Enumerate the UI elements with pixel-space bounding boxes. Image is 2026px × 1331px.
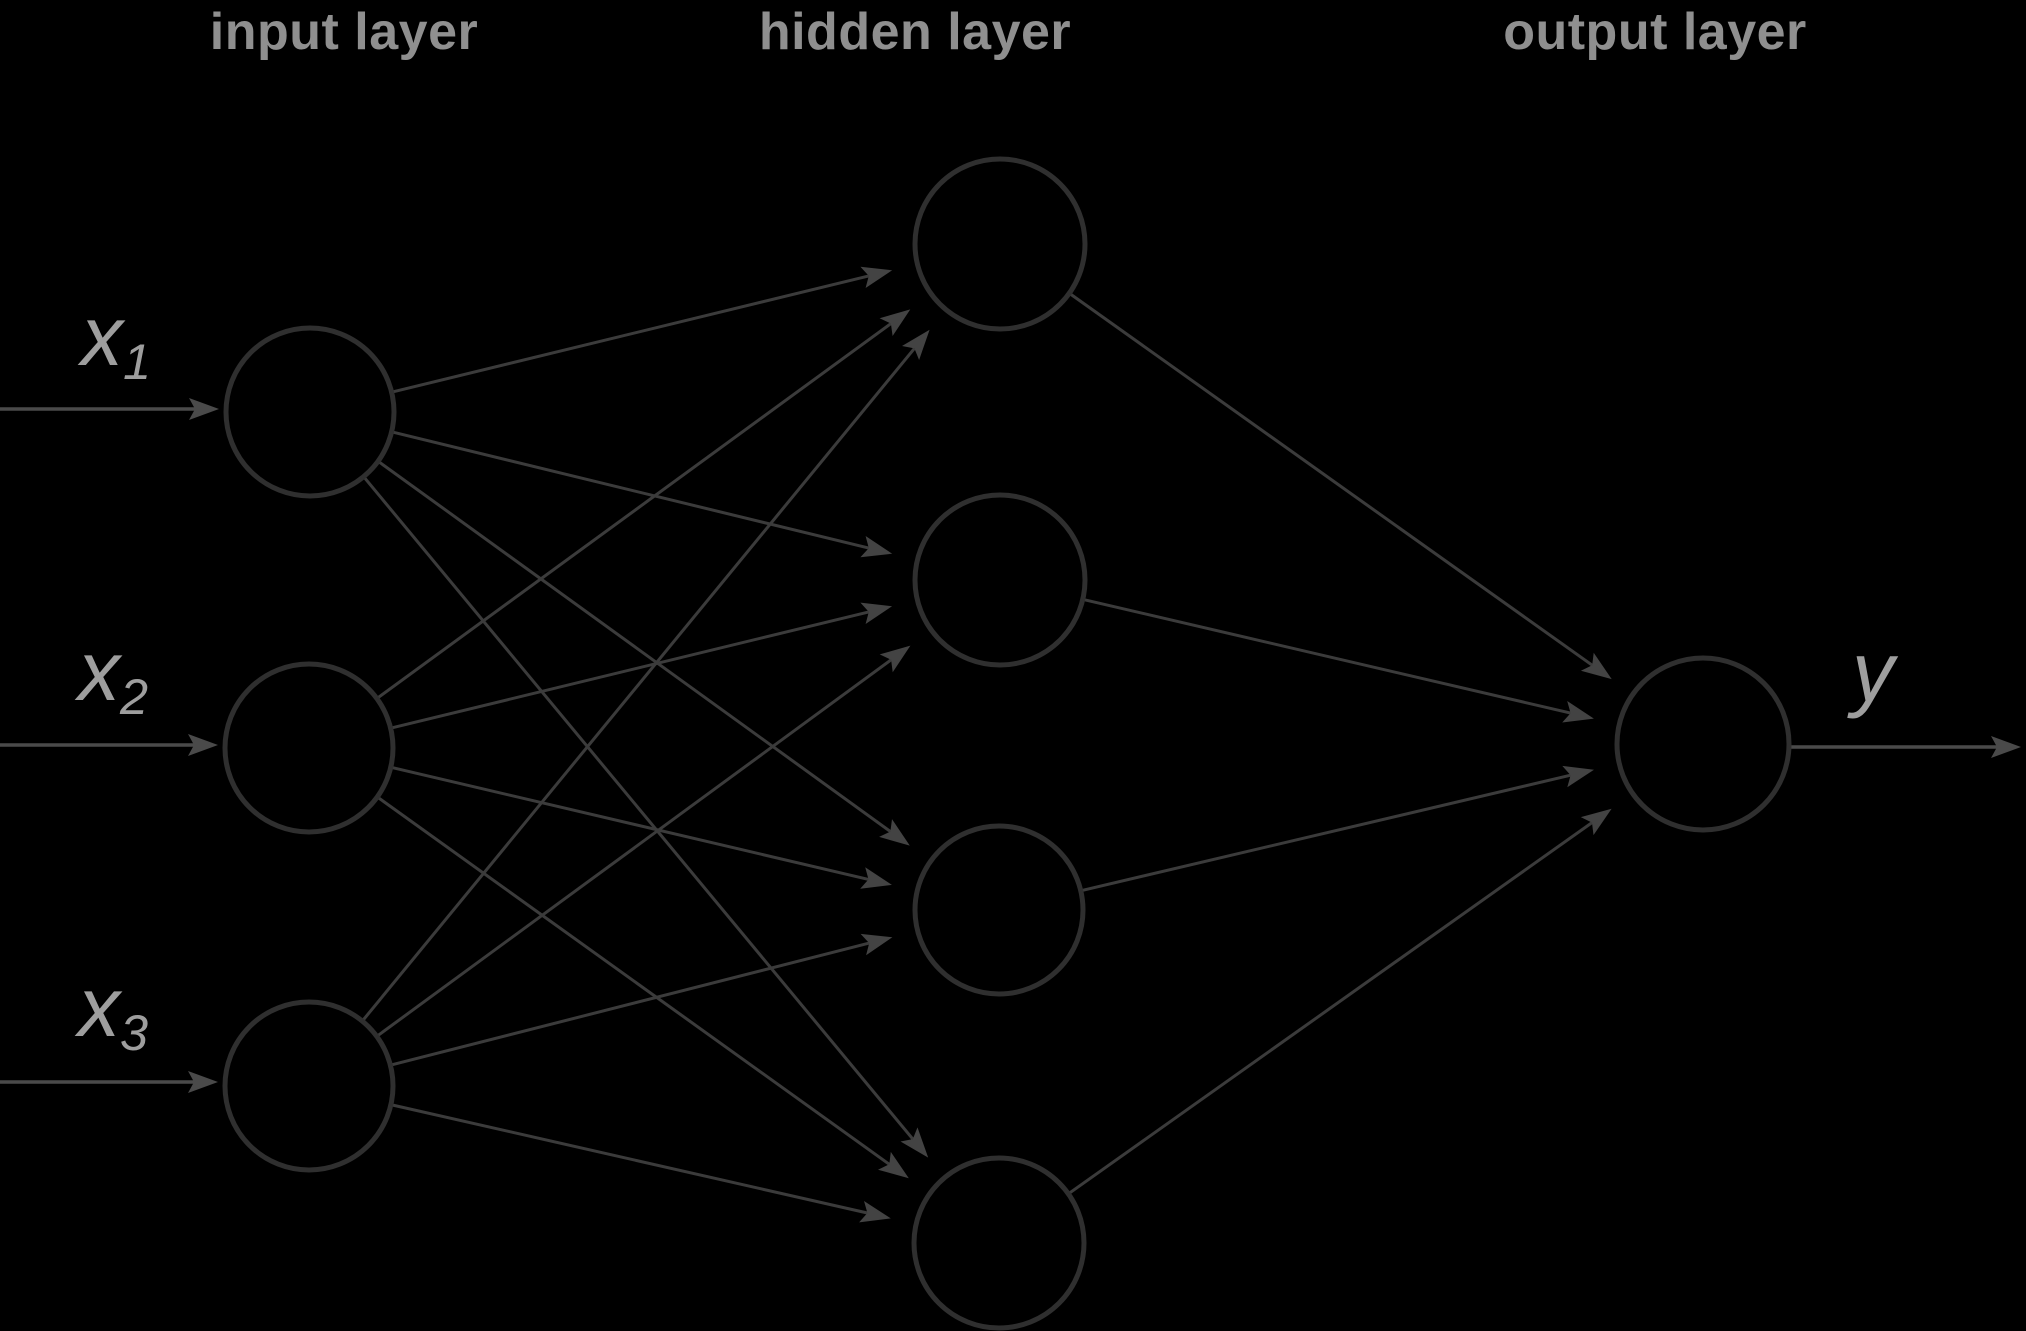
layer-title-output: output layer <box>1503 3 1807 61</box>
edge-input-2-to-hidden-4 <box>378 796 891 1166</box>
arrowhead-input-3-to-hidden-4 <box>859 1201 891 1223</box>
edge-input-1-to-hidden-1 <box>393 274 870 394</box>
node-hidden-2 <box>912 492 1088 668</box>
output-label-y: y <box>1852 630 1894 714</box>
arrow-out-y-head <box>1991 736 2021 758</box>
layer-title-input: input layer <box>209 3 479 61</box>
arrowhead-input-2-to-hidden-1 <box>879 309 911 336</box>
arrow-in-x3-head <box>188 1071 218 1093</box>
arrow-in-x2-head <box>188 734 218 756</box>
edge-input-3-to-hidden-1 <box>362 347 916 1021</box>
arrowhead-input-2-to-hidden-3 <box>860 867 892 889</box>
arrowhead-input-1-to-hidden-3 <box>879 819 910 846</box>
input-label-x1: x1 <box>81 294 151 387</box>
edge-input-2-to-hidden-2 <box>392 610 870 730</box>
label-base: x <box>77 624 120 718</box>
arrowhead-hidden-4-to-output-1 <box>1580 808 1612 836</box>
label-base: y <box>1852 625 1894 719</box>
node-output-1 <box>1614 655 1792 833</box>
edge-hidden-4-to-output-1 <box>1069 821 1593 1194</box>
arrowhead-hidden-3-to-output-1 <box>1562 765 1594 788</box>
node-hidden-1 <box>912 156 1088 332</box>
edge-input-3-to-hidden-4 <box>392 1103 868 1215</box>
node-hidden-4 <box>911 1155 1087 1331</box>
arrowhead-hidden-1-to-output-1 <box>1580 652 1612 680</box>
node-hidden-3 <box>912 823 1086 997</box>
arrowhead-input-3-to-hidden-1 <box>902 329 930 360</box>
edge-hidden-1-to-output-1 <box>1070 293 1594 667</box>
edge-input-1-to-hidden-4 <box>363 477 914 1141</box>
arrowhead-input-1-to-hidden-2 <box>860 536 893 558</box>
label-subscript: 2 <box>119 668 149 726</box>
edge-hidden-2-to-output-1 <box>1084 598 1571 715</box>
edge-input-3-to-hidden-3 <box>391 941 870 1067</box>
label-base: x <box>80 289 123 383</box>
node-input-1 <box>223 325 397 499</box>
node-input-2 <box>222 661 396 835</box>
edge-input-1-to-hidden-3 <box>378 461 892 833</box>
arrowhead-input-3-to-hidden-3 <box>860 933 893 956</box>
edge-hidden-3-to-output-1 <box>1082 773 1571 892</box>
label-subscript: 3 <box>119 1004 149 1062</box>
layer-title-hidden: hidden layer <box>758 3 1072 61</box>
edge-input-2-to-hidden-3 <box>392 766 869 881</box>
edge-input-1-to-hidden-2 <box>393 430 870 550</box>
input-label-x3: x3 <box>78 965 148 1058</box>
arrowhead-input-1-to-hidden-4 <box>900 1127 929 1158</box>
arrowhead-input-2-to-hidden-4 <box>878 1151 909 1179</box>
label-subscript: 1 <box>122 333 152 391</box>
arrowhead-input-2-to-hidden-2 <box>860 602 893 624</box>
arrowhead-hidden-2-to-output-1 <box>1562 701 1594 723</box>
label-base: x <box>77 960 120 1054</box>
arrowhead-input-1-to-hidden-1 <box>860 266 893 288</box>
edge-input-3-to-hidden-2 <box>377 658 892 1037</box>
arrow-in-x1-head <box>189 398 219 420</box>
arrowhead-input-3-to-hidden-2 <box>879 645 911 673</box>
edge-input-2-to-hidden-1 <box>377 322 892 699</box>
input-label-x2: x2 <box>78 629 148 722</box>
node-input-3 <box>222 999 396 1173</box>
